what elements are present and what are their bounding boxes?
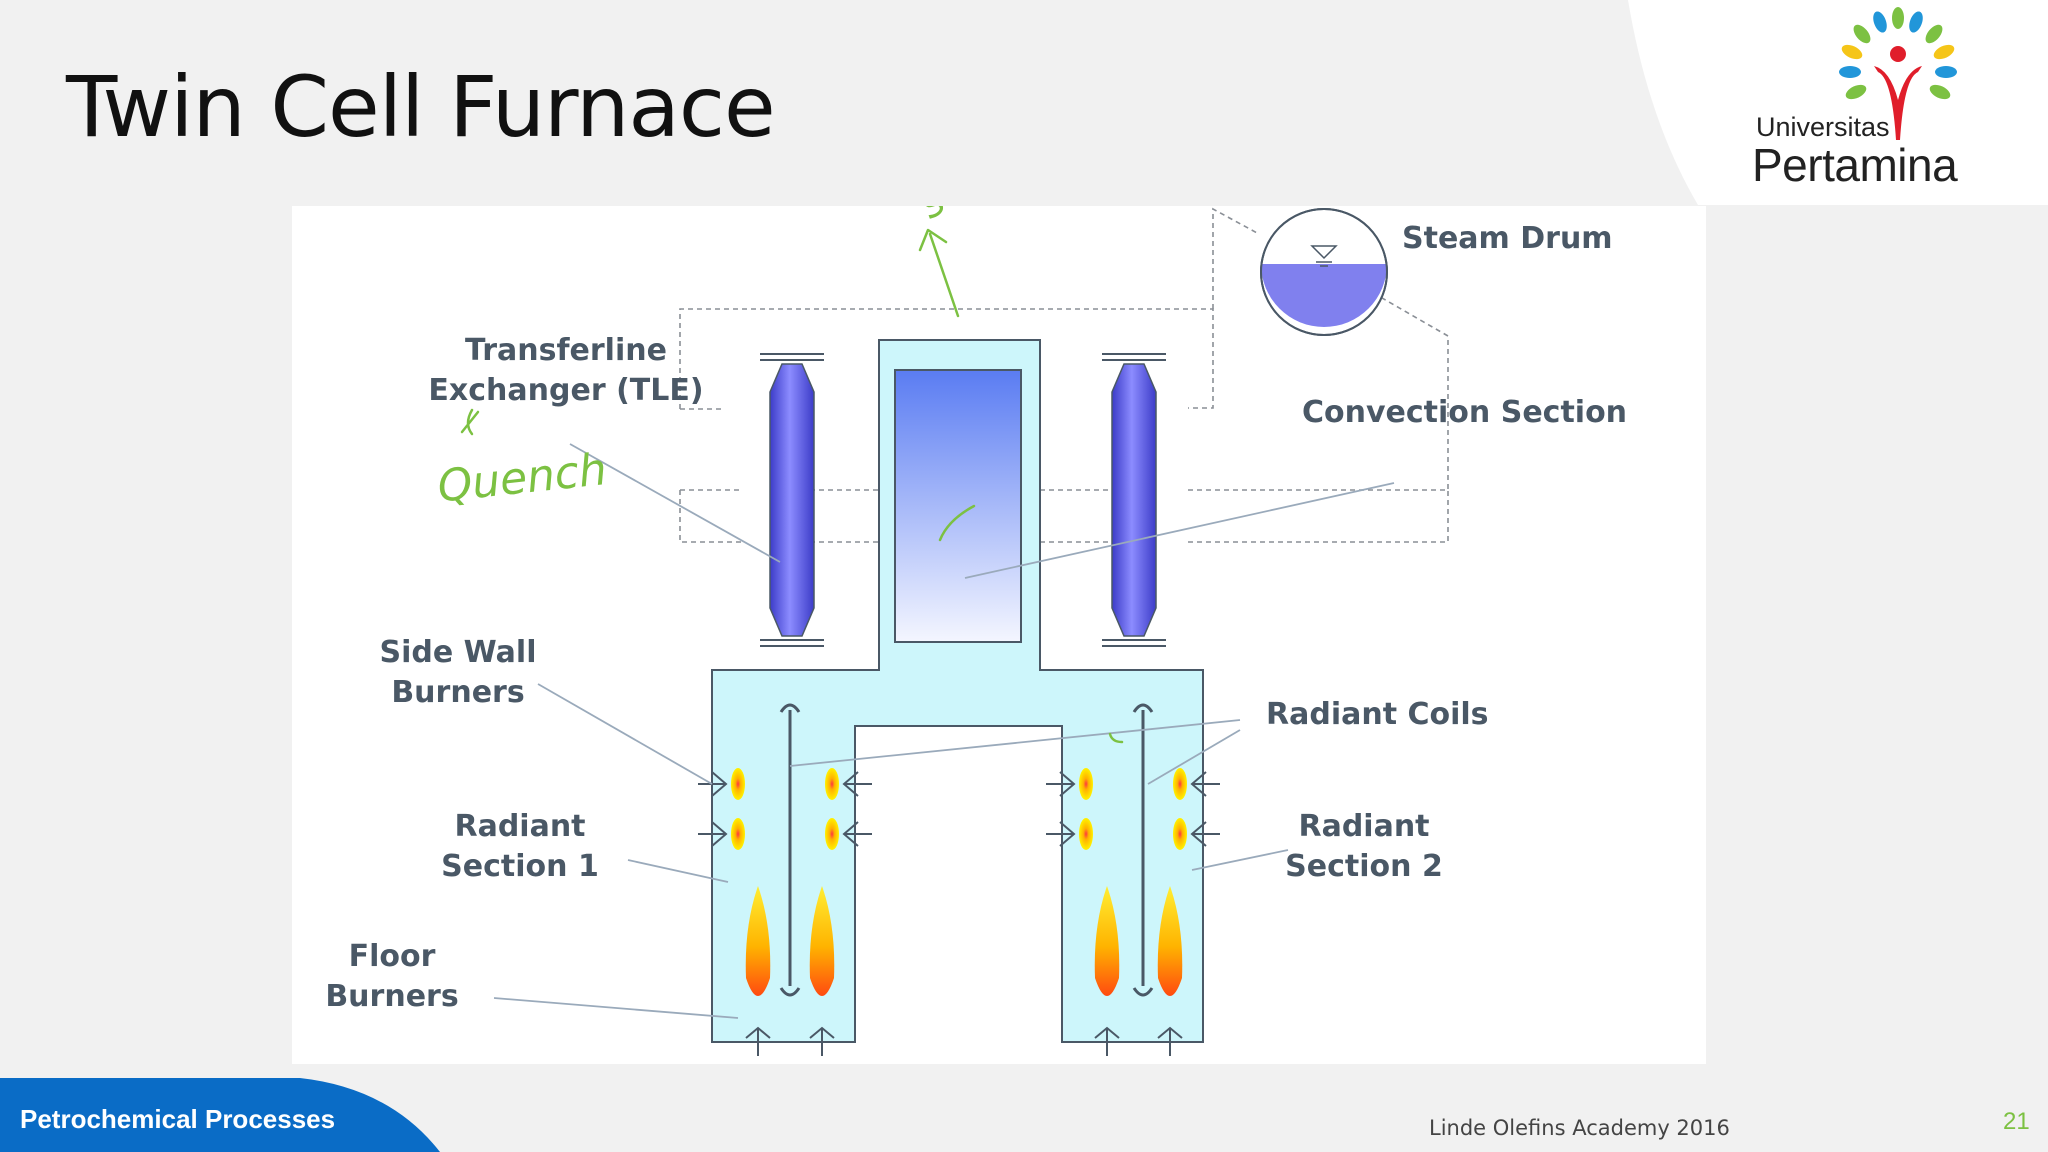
label-convection-section: Convection Section [1302,395,1627,430]
tle-left-icon [760,353,824,647]
leader-lines [493,443,1395,1019]
convection-coil [894,369,1022,643]
handwritten-tick-tle [460,408,480,436]
label-radiant1-line2: Section 1 [441,849,599,884]
footer-credit: Linde Olefins Academy 2016 [1429,1116,1730,1140]
footer-tag [0,1078,440,1152]
tle-right-icon [1102,353,1166,647]
furnace-body [711,339,1204,1043]
label-radiant1-line1: Radiant [454,809,585,844]
side-wall-burners-icon [698,768,1220,850]
handwritten-stack-arrow-icon [918,228,960,318]
label-tle-line2: Exchanger (TLE) [428,373,703,408]
label-tle-line1: Transferline [465,333,667,368]
dashed-piping [679,207,1449,543]
logo-line-1: Universitas [1756,112,1890,142]
label-steam-drum: Steam Drum [1402,221,1613,256]
label-side-wall-line2: Burners [391,675,524,710]
handwritten-tick-conv [938,504,976,542]
steam-drum-icon [1260,208,1388,336]
furnace-diagram: Transferline Exchanger (TLE) Steam Drum … [292,206,1706,1064]
floor-burners-icon [745,886,1183,1056]
handwritten-stack: stack [912,206,1029,228]
page-number: 21 [2003,1108,2030,1135]
page-title: Twin Cell Furnace [66,58,776,156]
label-side-wall-line1: Side Wall [380,635,537,670]
radiant-coil-left [779,703,801,997]
label-floor-line2: Burners [325,979,458,1014]
label-radiant2-line1: Radiant [1298,809,1429,844]
handwritten-quench: Quench [435,444,609,512]
handwritten-tick-coil [1108,732,1124,744]
label-radiant2-line2: Section 2 [1285,849,1443,884]
logo-panel [1628,0,2048,205]
university-logo-icon [1839,7,1957,140]
footer-course: Petrochemical Processes [20,1104,336,1134]
radiant-coil-right [1132,703,1154,997]
label-radiant-coils: Radiant Coils [1266,697,1489,732]
logo-line-2: Pertamina [1752,139,1958,191]
label-floor-line1: Floor [349,939,436,974]
